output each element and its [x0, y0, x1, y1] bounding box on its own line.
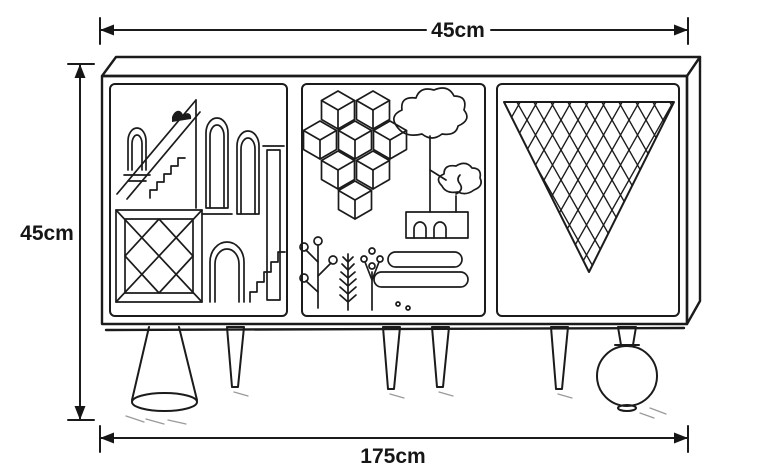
niche-arch-inner — [131, 134, 143, 171]
pyramid-diamond — [124, 218, 194, 294]
arrowhead-down-icon — [74, 406, 86, 420]
cabinet-base-lip — [104, 326, 686, 332]
pyramid-outer — [115, 209, 203, 303]
dotted-sprout — [360, 247, 384, 311]
bird-icon — [172, 110, 192, 122]
cabinet-front-face — [100, 74, 689, 326]
middle-door-panel — [301, 83, 486, 317]
peg-leg — [550, 326, 569, 390]
arch-door-inner — [214, 248, 240, 303]
right-door-art — [503, 101, 675, 273]
arrowhead-left-icon — [100, 432, 114, 444]
cabinet-doors — [109, 83, 680, 317]
floor-shadows — [125, 391, 667, 425]
arched-window-a — [205, 117, 229, 209]
ground-dot — [405, 305, 411, 311]
ground-cloud-1 — [387, 251, 463, 268]
arrowhead-right-icon — [674, 24, 688, 36]
diamond-quilt-pennant — [503, 101, 675, 273]
ground-cloud-2 — [373, 271, 469, 288]
peg-leg — [226, 326, 245, 388]
arched-window-a-inner — [209, 124, 225, 209]
smoke-swirl — [455, 174, 463, 195]
arch-door — [209, 241, 245, 303]
cabinet-top-face — [100, 55, 702, 78]
column — [266, 149, 281, 301]
arched-window-b — [236, 130, 260, 215]
fern-leaf — [339, 253, 357, 311]
right-door-panel — [496, 83, 680, 317]
left-dimension: 45cm — [20, 63, 95, 421]
cone-leg — [131, 326, 198, 412]
peg-leg — [431, 326, 450, 388]
left-door-panel — [109, 83, 288, 317]
peg-leg — [382, 326, 401, 390]
cabinet-side-face — [685, 55, 702, 326]
tree-canopy-cloud — [393, 87, 468, 139]
top-dimension: 45cm — [99, 17, 689, 45]
iso-cube-cluster — [302, 90, 408, 220]
arrowhead-right-icon — [674, 432, 688, 444]
top-dimension-label: 45cm — [431, 19, 485, 42]
arched-structure — [405, 211, 469, 239]
structure-arch-1 — [413, 221, 427, 239]
arrowhead-left-icon — [100, 24, 114, 36]
left-door-art — [115, 99, 286, 303]
ball-foot — [596, 326, 658, 412]
roof-line-inner — [126, 111, 201, 200]
cabinet-legs — [125, 326, 667, 425]
tree-branch — [429, 169, 447, 181]
left-dimension-label: 45cm — [20, 222, 74, 245]
stairs — [149, 157, 186, 199]
bottom-dimension: 175cm — [99, 425, 689, 468]
berry-sprig — [299, 236, 338, 309]
arched-window-b-inner — [240, 137, 256, 215]
cabinet-body — [100, 55, 702, 332]
ground-dot — [395, 301, 401, 307]
middle-door-art — [299, 87, 482, 311]
pyramid-diagonal-2 — [115, 209, 203, 303]
arrowhead-up-icon — [74, 64, 86, 78]
niche-arch — [127, 127, 147, 171]
structure-arch-2 — [433, 221, 447, 239]
steps — [249, 251, 286, 303]
bottom-dimension-label: 175cm — [360, 445, 425, 468]
